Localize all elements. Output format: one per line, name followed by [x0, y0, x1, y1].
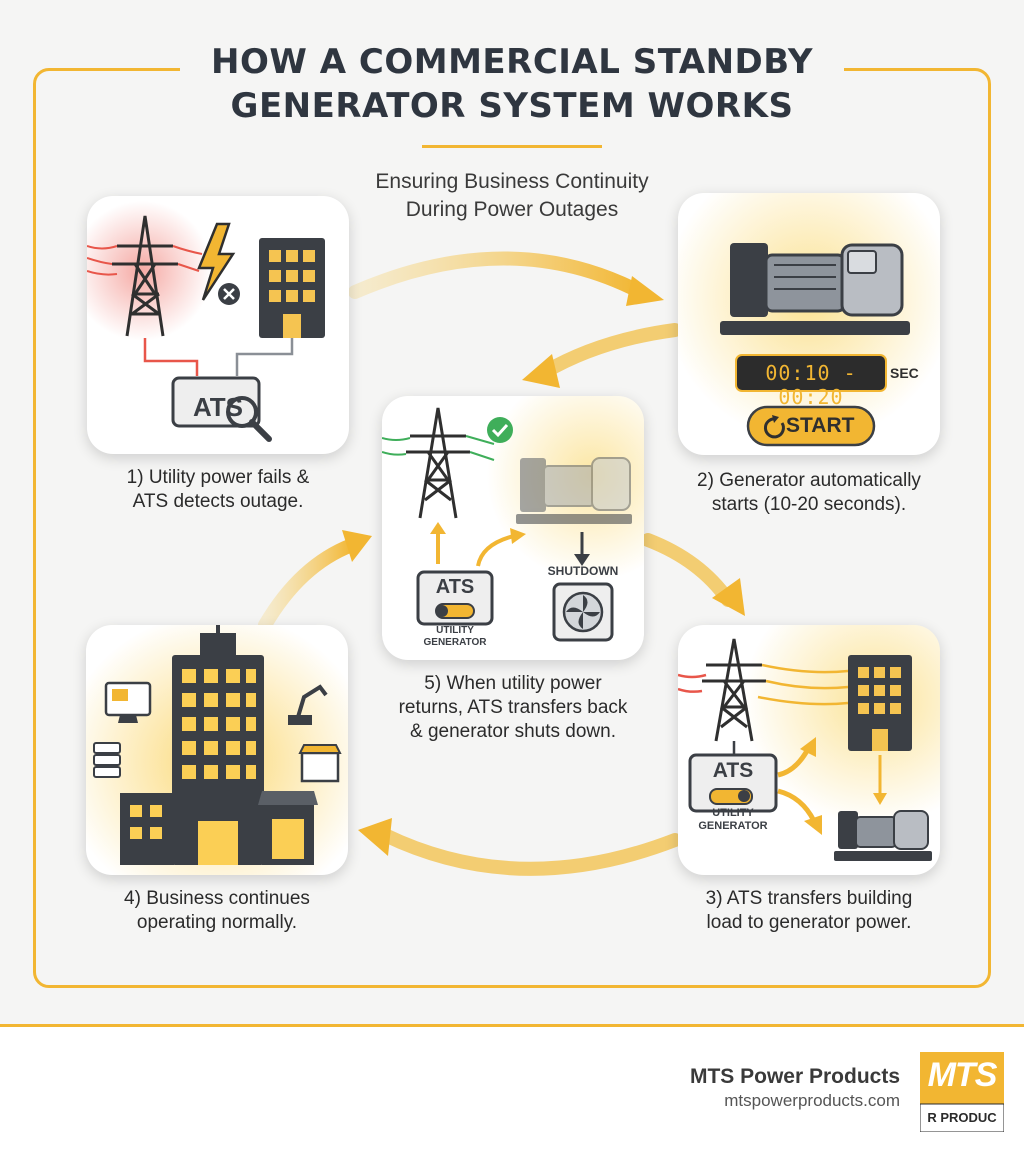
generator-icon — [834, 810, 932, 861]
brand-name: MTS Power Products — [689, 1065, 900, 1088]
step5-caption-line-2: returns, ATS transfers back — [398, 697, 628, 718]
ats-box — [171, 376, 261, 428]
title-underline — [422, 145, 602, 148]
magnifier-icon — [226, 396, 272, 442]
arrow-step3-to-step4 — [358, 818, 682, 876]
curved-arrow-icon — [476, 528, 526, 567]
down-arrow-icon — [574, 532, 590, 566]
up-arrow-icon — [430, 522, 446, 564]
building-icon — [259, 238, 325, 338]
check-icon — [487, 417, 513, 443]
transmission-tower-icon — [702, 638, 766, 742]
subtitle-line-1: Ensuring Business Continuity — [375, 170, 649, 193]
ats-label: ATS — [435, 576, 475, 598]
switch-generator-label: GENERATOR — [698, 820, 768, 832]
title-line-1: HOW A COMMERCIAL STANDBY — [211, 42, 813, 82]
office-tower-icon — [172, 625, 264, 865]
lightning-icon — [197, 222, 236, 301]
step1-caption-line-2: ATS detects outage. — [132, 491, 304, 512]
start-label: START — [786, 414, 855, 437]
step3-card: ATS UTILITY GENERATOR — [678, 625, 940, 875]
subtitle: Ensuring Business Continuity During Powe… — [300, 168, 724, 224]
building-to-generator-arrow — [873, 755, 887, 805]
step1-caption: 1) Utility power fails & ATS detects out… — [82, 466, 354, 514]
switch-utility-label: UTILITY — [712, 807, 754, 819]
utility-feed-line — [143, 338, 199, 376]
step3-caption-line-2: load to generator power. — [706, 912, 912, 933]
step5-caption: 5) When utility power returns, ATS trans… — [382, 672, 644, 744]
step2-caption: 2) Generator automatically starts (10-20… — [672, 469, 946, 517]
switch-utility-label: UTILITY — [436, 625, 474, 636]
power-lines — [87, 245, 203, 276]
transmission-tower-icon — [406, 407, 470, 519]
timer-text: 00:10 - 00:20 — [765, 361, 857, 409]
arrow-to-generator-icon — [777, 788, 822, 835]
ats-label: ATS — [712, 759, 754, 782]
restart-icon — [763, 415, 785, 439]
ats-switch-labels: UTILITY GENERATOR — [412, 625, 498, 649]
building-icon — [848, 655, 912, 751]
ats-switch-labels: UTILITY GENERATOR — [682, 807, 784, 833]
arrow-step1-to-step2 — [348, 251, 664, 306]
arrow-to-building-icon — [777, 737, 816, 778]
power-lines — [678, 663, 849, 706]
shutdown-label: SHUTDOWN — [547, 564, 619, 578]
power-lines — [382, 435, 495, 461]
timer-display — [735, 354, 887, 392]
step5-card: ATS UTILITY GENERATOR SHUTDOWN — [382, 396, 644, 660]
step3-caption: 3) ATS transfers building load to genera… — [672, 887, 946, 935]
arrow-step5-to-step3 — [641, 533, 745, 616]
generator-icon — [720, 243, 910, 335]
title-line-2: GENERATOR SYSTEM WORKS — [230, 86, 794, 126]
footer-divider — [0, 1024, 1024, 1027]
step1-caption-line-1: 1) Utility power fails & — [126, 467, 310, 488]
step4-caption-line-2: operating normally. — [136, 912, 298, 933]
disconnected-icon — [218, 283, 240, 305]
fan-icon — [562, 591, 604, 633]
subtitle-line-2: During Power Outages — [405, 198, 619, 221]
logo-text-top: MTS — [927, 1056, 998, 1094]
step4-caption-line-1: 4) Business continues — [124, 888, 310, 909]
step3-caption-line-1: 3) ATS transfers building — [705, 888, 913, 909]
transmission-tower-icon — [112, 215, 178, 337]
arrow-step4-to-step5 — [258, 530, 372, 632]
step2-caption-line-2: starts (10-20 seconds). — [711, 494, 907, 515]
timer-unit: SEC — [890, 365, 919, 381]
step5-caption-line-1: 5) When utility power — [424, 673, 602, 694]
brand-logo: MTS R PRODUC — [919, 1052, 1005, 1133]
building-feed-line — [235, 338, 294, 376]
shop-icon — [298, 744, 342, 783]
brand-url[interactable]: mtspowerproducts.com — [724, 1091, 900, 1110]
robot-arm-icon — [288, 684, 328, 725]
title-block: HOW A COMMERCIAL STANDBY GENERATOR SYSTE… — [180, 40, 844, 144]
step4-card — [86, 625, 348, 875]
footer — [0, 1027, 1024, 1154]
step2-caption-line-1: 2) Generator automatically — [697, 470, 921, 491]
arrow-step2-to-step5 — [522, 323, 682, 388]
step2-card: 00:10 - 00:20 SEC START — [678, 193, 940, 455]
generator-icon — [516, 457, 632, 524]
logo-text-bottom: R PRODUC — [927, 1110, 997, 1125]
monitor-icon — [104, 681, 152, 723]
step4-caption: 4) Business continues operating normally… — [82, 887, 352, 935]
ats-label: ATS — [192, 392, 244, 422]
switch-generator-label: GENERATOR — [423, 637, 487, 648]
server-icon — [93, 742, 121, 778]
step5-caption-line-3: & generator shuts down. — [410, 721, 616, 742]
step1-card: ATS — [87, 196, 349, 454]
annex-building-icon — [120, 791, 318, 865]
